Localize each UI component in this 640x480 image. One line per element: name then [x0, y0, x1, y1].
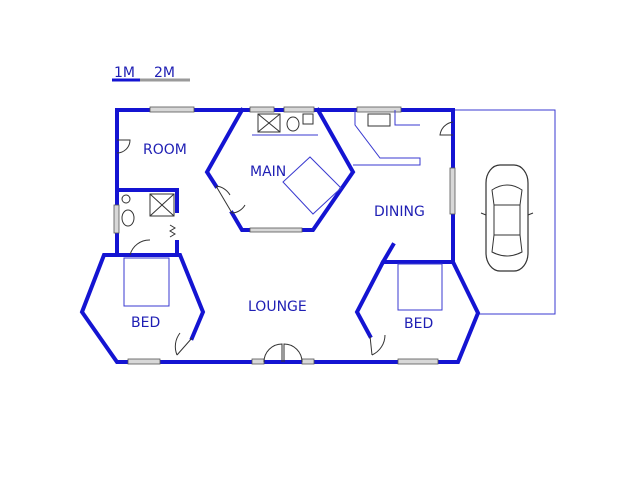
- bed-icon-right: [397, 263, 443, 311]
- door-swing-icon: [116, 121, 454, 363]
- sink-icon: [121, 194, 131, 204]
- room-label-lounge: LOUNGE: [248, 299, 307, 315]
- room-label-bed-right: BED: [404, 316, 433, 332]
- carport-outline: [455, 109, 556, 315]
- car-icon: [480, 164, 534, 272]
- bathroom-fixtures: [121, 113, 318, 227]
- toilet-icon: [121, 209, 135, 227]
- room-label-dining: DINING: [374, 204, 425, 220]
- kitchen-counter: [353, 110, 421, 166]
- scale-label-1m: 1M: [114, 65, 135, 81]
- room-label-bed-left: BED: [131, 315, 160, 331]
- room-label-room: ROOM: [143, 142, 187, 158]
- scale-label-2m: 2M: [154, 65, 175, 81]
- room-label-main: MAIN: [250, 164, 286, 180]
- main-bed-icon: [282, 156, 342, 215]
- main-basin-icon: [302, 113, 314, 125]
- windows: [113, 106, 456, 365]
- scale-bar: 1M 2M: [112, 65, 190, 82]
- kitchen-sink-icon: [367, 113, 391, 127]
- bed-icon: [123, 257, 170, 307]
- main-toilet-icon: [286, 116, 300, 132]
- walls: [79, 107, 481, 364]
